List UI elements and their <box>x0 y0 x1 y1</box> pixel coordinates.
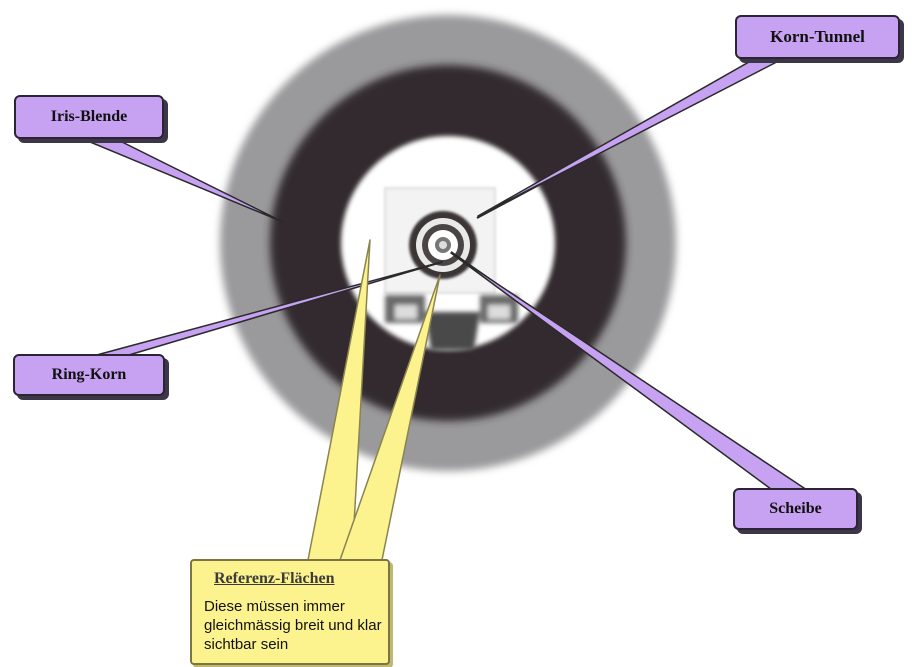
callout-korn-tunnel: Korn-Tunnel <box>735 15 900 59</box>
note-title: Referenz-Flächen <box>214 570 335 588</box>
note-body: Diese müssen immer gleichmässig breit un… <box>204 597 390 654</box>
note-referenz-flaechen: Referenz-Flächen Diese müssen immer glei… <box>190 559 390 665</box>
callout-scheibe: Scheibe <box>733 488 858 530</box>
callout-iris-blende: Iris-Blende <box>14 95 164 139</box>
callout-ring-korn: Ring-Korn <box>13 354 165 396</box>
